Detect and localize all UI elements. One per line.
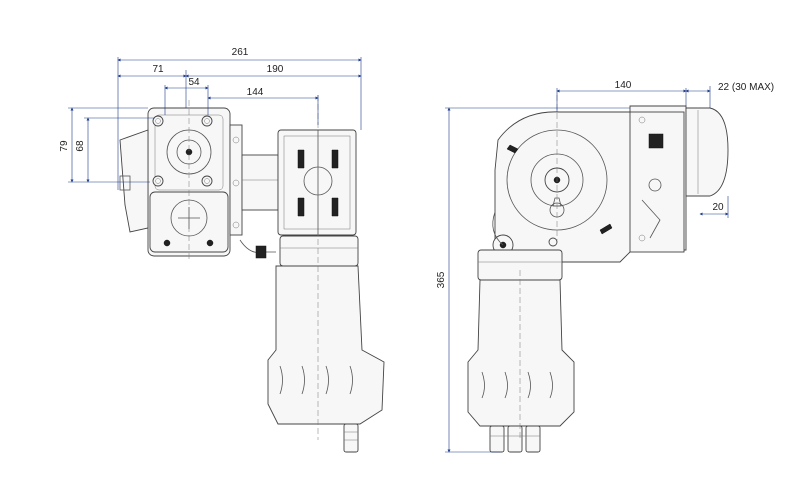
dim-shaft-span: 54	[188, 77, 200, 88]
dim-output-span: 144	[247, 87, 264, 98]
dimensions-front: 261 71 190 54 144 79 68	[59, 47, 362, 190]
dim-flange-height: 79	[59, 140, 70, 152]
cable-gland	[343, 423, 359, 453]
dim-lip: 20	[712, 202, 724, 213]
dim-side-depth: 140	[615, 80, 632, 91]
side-motor-body	[467, 279, 575, 427]
limit-switch-box	[629, 111, 685, 253]
dim-overall-width: 261	[232, 47, 249, 58]
dimensions-side: 140 22 (30 MAX) 20 365	[436, 80, 774, 453]
end-cover	[685, 107, 729, 197]
side-view: 140 22 (30 MAX) 20 365	[436, 80, 774, 453]
dim-gearbox-offset: 71	[152, 64, 164, 75]
brake-unit	[277, 129, 357, 236]
side-cable-glands	[489, 425, 541, 453]
motor-body	[267, 265, 385, 425]
dim-total-height: 365	[436, 271, 447, 288]
front-view: 261 71 190 54 144 79 68	[59, 47, 385, 453]
dim-motor-axis: 190	[267, 64, 284, 75]
dim-overhang: 22 (30 MAX)	[718, 82, 774, 93]
bolt-group	[152, 115, 213, 187]
dim-bolt-height: 68	[75, 140, 86, 152]
